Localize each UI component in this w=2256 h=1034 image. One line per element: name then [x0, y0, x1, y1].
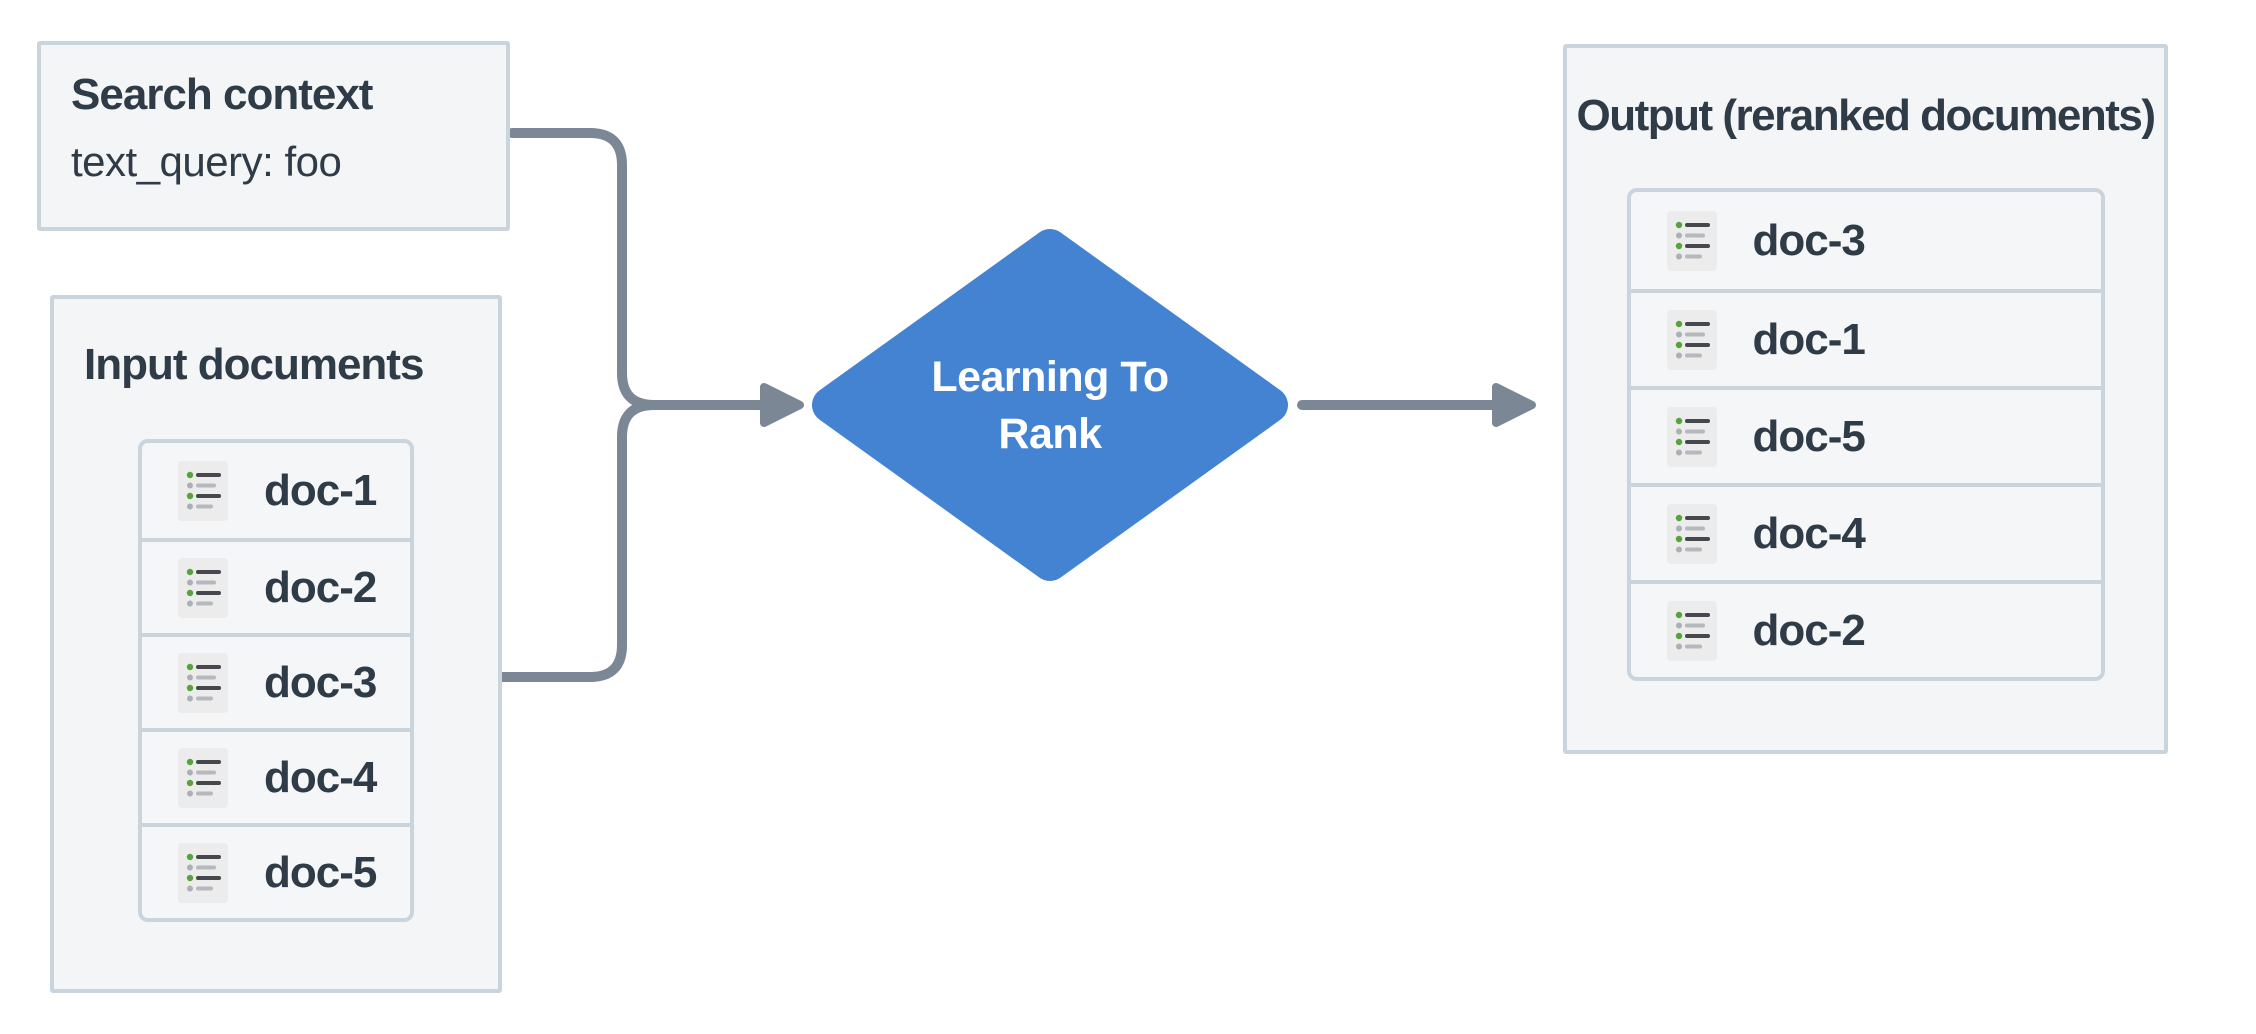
- input-documents-box: Input documents doc-1: [50, 295, 502, 993]
- merge-arrowhead-icon: [760, 383, 804, 427]
- document-list-icon: [178, 460, 228, 521]
- output-box: Output (reranked documents) doc-3: [1563, 44, 2168, 754]
- document-list-icon: [1666, 210, 1717, 271]
- doc-list-item: doc-1: [142, 443, 410, 538]
- doc-label: doc-1: [1752, 314, 1866, 364]
- input-doc-list: doc-1 doc-2: [138, 439, 414, 922]
- doc-list-item: doc-2: [142, 538, 410, 633]
- doc-label: doc-3: [264, 657, 377, 707]
- connector-from-search-context: [507, 128, 765, 410]
- learning-to-rank-diamond: [812, 229, 1288, 581]
- doc-label: doc-1: [264, 465, 377, 515]
- doc-list-item: doc-3: [142, 633, 410, 728]
- doc-label: doc-2: [1752, 605, 1866, 655]
- output-doc-list: doc-3 doc-1: [1626, 188, 2105, 681]
- learning-to-rank-label-line2: Rank: [998, 410, 1102, 458]
- document-list-icon: [1666, 503, 1717, 564]
- document-list-icon: [178, 557, 228, 618]
- document-list-icon: [1666, 600, 1717, 661]
- document-list-icon: [1666, 406, 1717, 467]
- learning-to-rank-label-line1: Learning To: [931, 353, 1169, 401]
- doc-label: doc-5: [264, 847, 377, 897]
- search-context-box: Search context text_query: foo: [37, 41, 510, 231]
- doc-list-item: doc-1: [1630, 289, 2101, 386]
- document-list-icon: [1666, 309, 1717, 370]
- doc-list-item: doc-5: [1630, 386, 2101, 483]
- doc-label: doc-5: [1752, 411, 1866, 461]
- learning-to-rank-label: Learning To Rank: [850, 346, 1250, 466]
- doc-label: doc-4: [264, 752, 377, 802]
- doc-list-item: doc-4: [1630, 483, 2101, 580]
- input-documents-title: Input documents: [84, 340, 424, 389]
- doc-label: doc-4: [1752, 508, 1866, 558]
- doc-list-item: doc-3: [1630, 192, 2101, 289]
- doc-label: doc-2: [264, 562, 377, 612]
- doc-label: doc-3: [1752, 215, 1866, 265]
- output-title: Output (reranked documents): [1576, 91, 2157, 140]
- document-list-icon: [178, 842, 228, 903]
- document-list-icon: [178, 652, 228, 713]
- output-arrowhead-icon: [1492, 383, 1536, 427]
- search-context-title: Search context: [71, 70, 373, 119]
- document-list-icon: [178, 747, 228, 808]
- doc-list-item: doc-2: [1630, 580, 2101, 677]
- connector-from-input-documents: [497, 400, 659, 682]
- search-query-text: text_query: foo: [71, 138, 342, 185]
- doc-list-item: doc-4: [142, 728, 410, 823]
- doc-list-item: doc-5: [142, 823, 410, 918]
